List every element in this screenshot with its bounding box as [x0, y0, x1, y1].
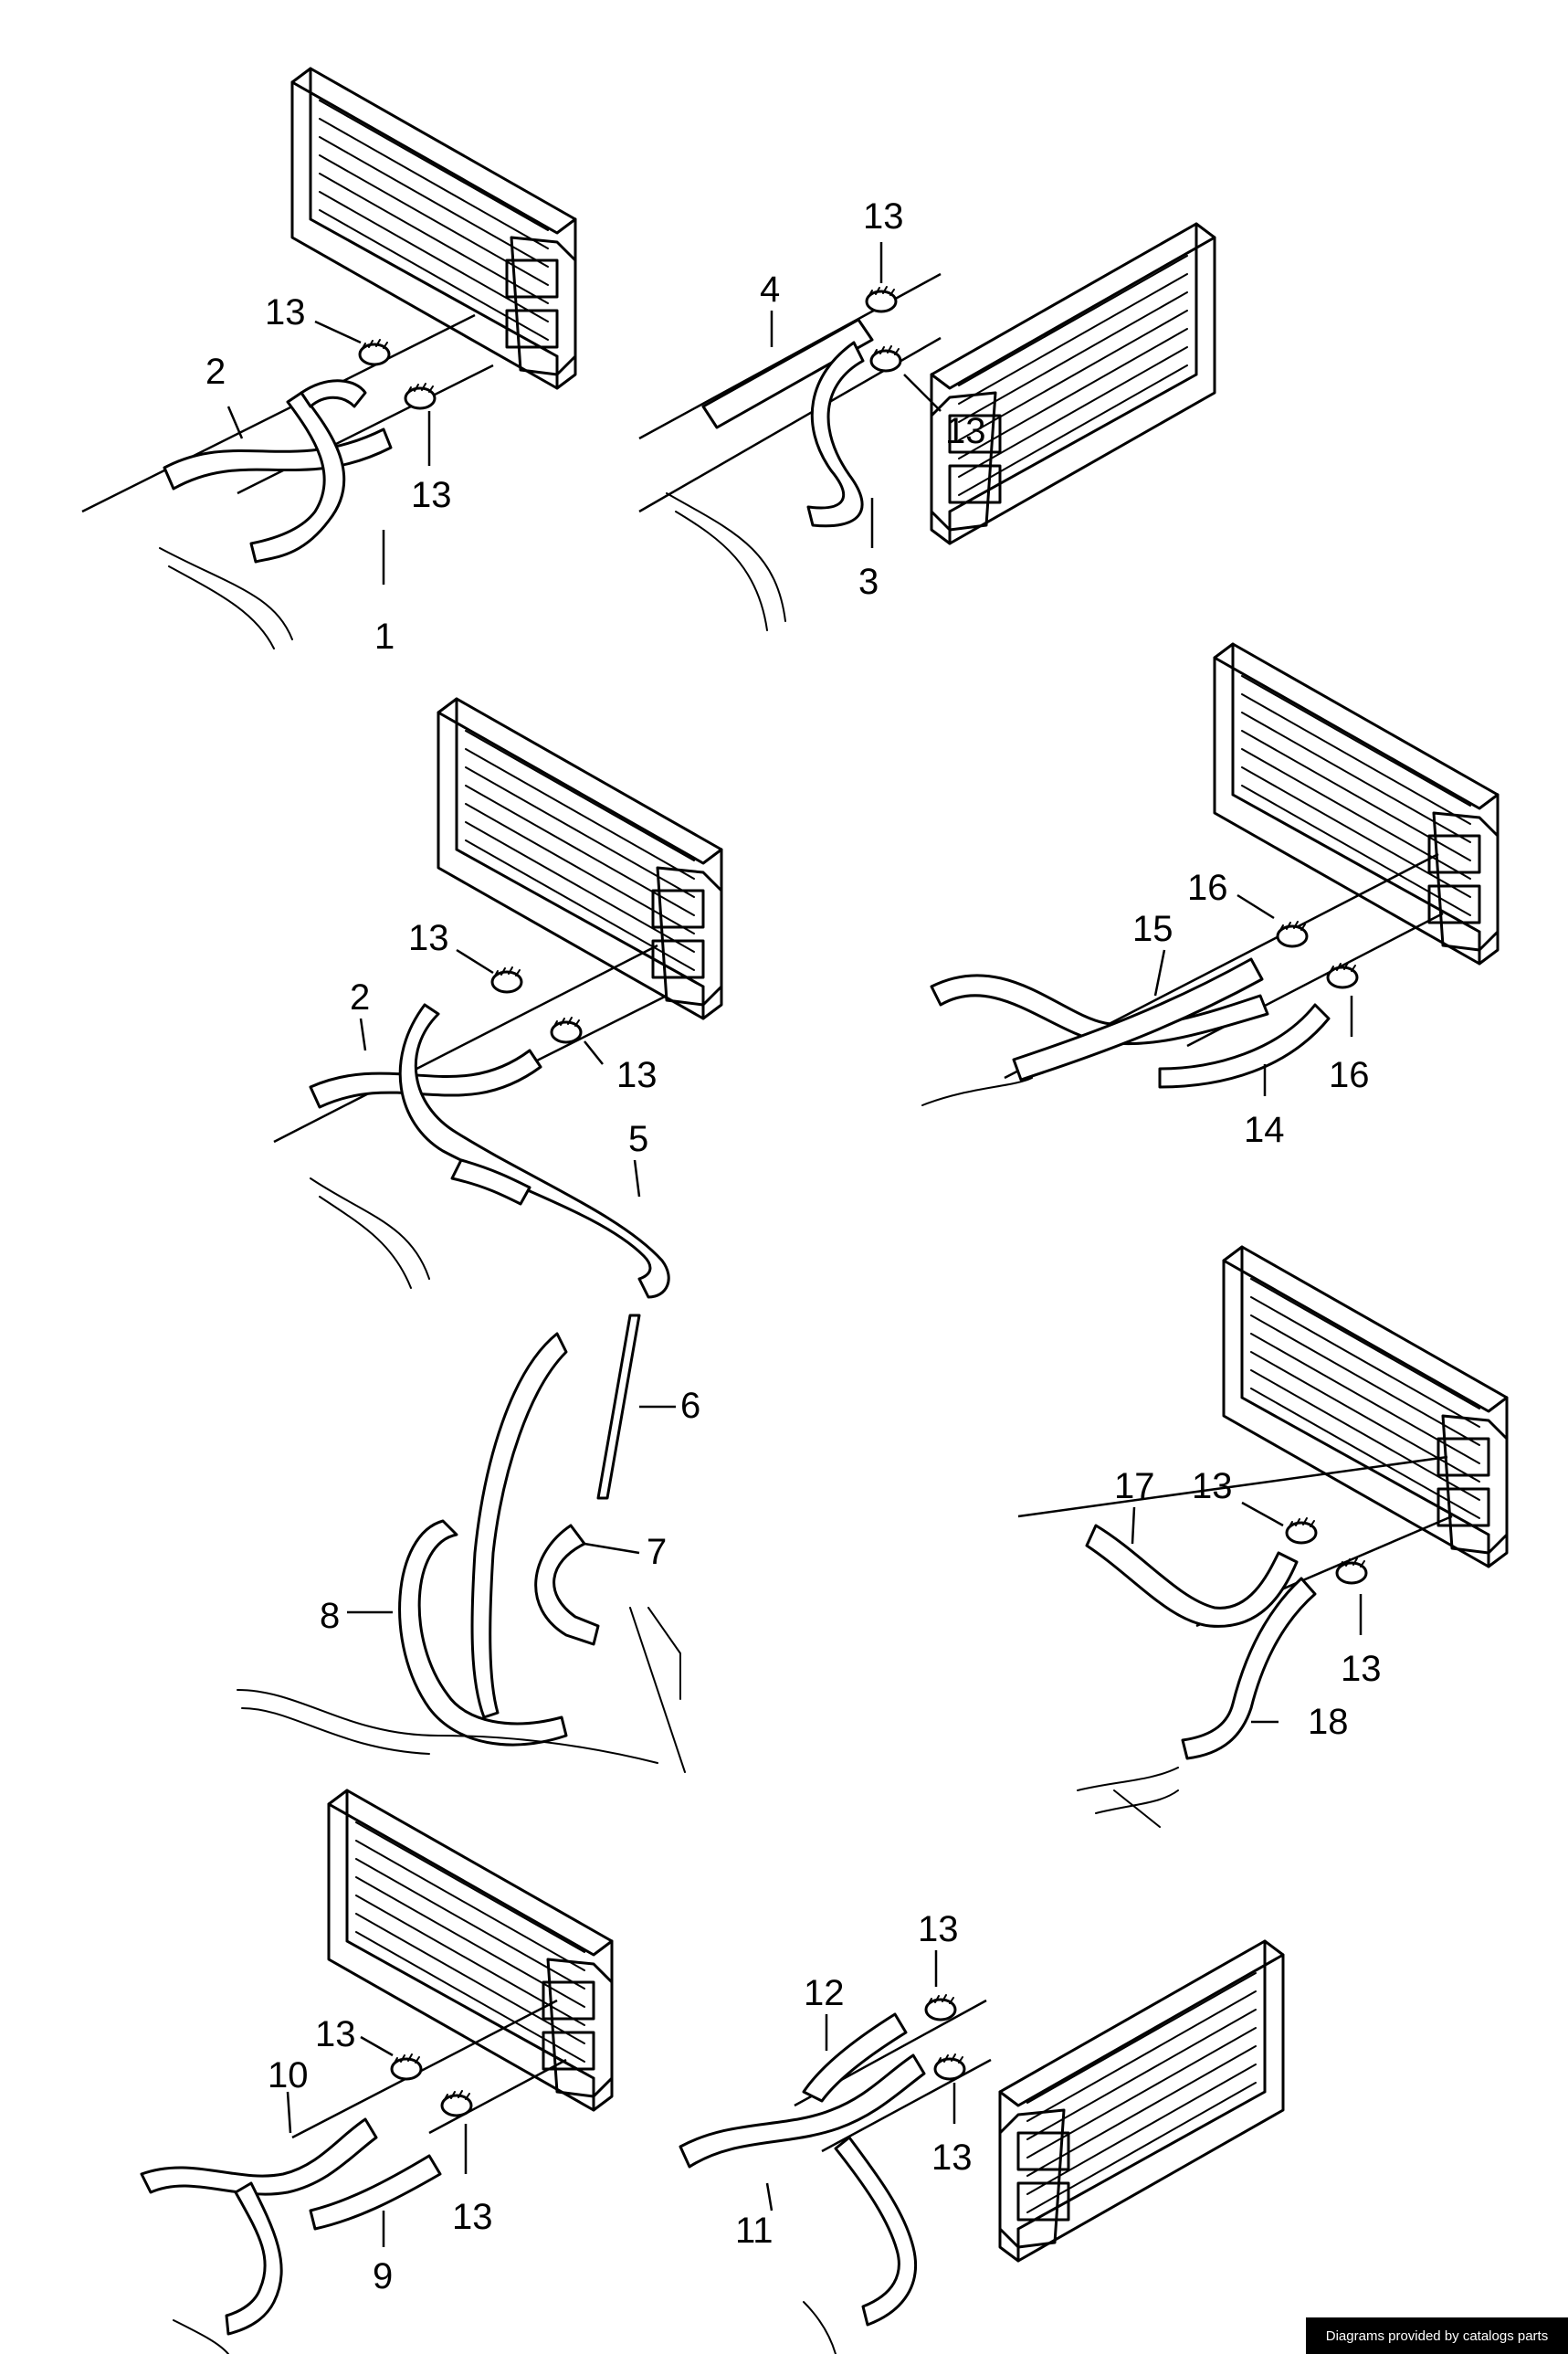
- hose-12: [802, 2012, 908, 2103]
- pipe-6: [596, 1314, 641, 1500]
- clamp-13: [1285, 1516, 1318, 1545]
- callout-2: 2: [205, 352, 226, 392]
- clamp-13: [869, 344, 902, 373]
- callout-13: 13: [1192, 1466, 1233, 1506]
- hose-9: [309, 2154, 442, 2231]
- hose-2: [309, 1049, 542, 1109]
- assembly-group-2: 13 4 13 3: [638, 196, 1216, 631]
- clamp-13: [550, 1016, 583, 1044]
- hose-17: [1085, 1524, 1299, 1628]
- hose-8: [398, 1519, 568, 1747]
- callout-13: 13: [315, 2014, 356, 2054]
- hose-5: [398, 1003, 670, 1299]
- clamp-13: [440, 2089, 473, 2117]
- callout-14: 14: [1244, 1110, 1285, 1150]
- callout-13: 13: [945, 411, 986, 451]
- clamp-13: [924, 1993, 957, 2021]
- hose-3: [806, 341, 865, 528]
- hose-1: [249, 391, 346, 564]
- callout-13: 13: [863, 196, 904, 237]
- callout-13: 13: [616, 1055, 658, 1095]
- assembly-group-7: 13 12 13 11: [679, 1909, 1285, 2354]
- heater-core: [290, 67, 577, 390]
- hose-2: [163, 428, 393, 491]
- callout-9: 9: [373, 2256, 393, 2296]
- callout-18: 18: [1308, 1702, 1349, 1742]
- callout-7: 7: [647, 1532, 667, 1572]
- heater-core: [1213, 642, 1500, 966]
- hose-7: [534, 1524, 600, 1646]
- heater-core: [327, 1789, 614, 2112]
- hose-14: [1158, 1003, 1331, 1089]
- callout-6: 6: [680, 1386, 700, 1426]
- callout-10: 10: [268, 2055, 309, 2095]
- assembly-group-6: 13 10 13 9: [140, 1789, 614, 2354]
- callout-2: 2: [350, 977, 370, 1018]
- clamp-16: [1326, 961, 1359, 989]
- callout-12: 12: [804, 1973, 845, 2013]
- callout-13: 13: [918, 1909, 959, 1949]
- hose-4: [701, 318, 874, 429]
- callout-3: 3: [858, 562, 879, 602]
- callout-13: 13: [265, 292, 306, 333]
- callout-13: 13: [931, 2138, 973, 2178]
- clamp-13: [390, 2053, 423, 2081]
- clamp-13: [865, 285, 898, 313]
- callout-15: 15: [1132, 909, 1173, 949]
- clamp-13: [404, 382, 437, 410]
- hose-11: [679, 2053, 926, 2169]
- callout-8: 8: [320, 1596, 340, 1636]
- assembly-group-1: 13 2 13 1: [81, 67, 577, 657]
- callout-1: 1: [374, 617, 395, 657]
- callout-13: 13: [411, 475, 452, 515]
- heater-core: [998, 1939, 1285, 2263]
- credit-banner: Diagrams provided by catalogs parts: [1306, 2317, 1568, 2354]
- hose-10: [140, 2117, 378, 2196]
- clamp-13: [358, 338, 391, 366]
- clamp-13: [933, 2053, 966, 2081]
- heater-core: [1222, 1245, 1509, 1568]
- heater-core: [930, 222, 1216, 545]
- callout-4: 4: [760, 269, 780, 310]
- clamp-13: [490, 966, 523, 994]
- callout-5: 5: [628, 1119, 648, 1159]
- clamp-13: [1335, 1557, 1368, 1585]
- assembly-group-3: 13 2 13 5 6 7 8: [237, 697, 723, 1773]
- heater-core: [437, 697, 723, 1020]
- hose-15: [1012, 957, 1264, 1082]
- assembly-group-5: 17 13 13 18: [1017, 1245, 1509, 1828]
- callout-11: 11: [735, 2211, 773, 2251]
- callout-13: 13: [452, 2197, 493, 2237]
- hose-18: [1181, 1577, 1317, 1760]
- callout-17: 17: [1114, 1466, 1155, 1506]
- assembly-group-4: 16 15 16 14: [921, 642, 1500, 1150]
- callout-16: 16: [1329, 1055, 1370, 1095]
- callout-13: 13: [1341, 1649, 1382, 1689]
- callout-16: 16: [1187, 868, 1228, 908]
- callout-13: 13: [408, 918, 449, 958]
